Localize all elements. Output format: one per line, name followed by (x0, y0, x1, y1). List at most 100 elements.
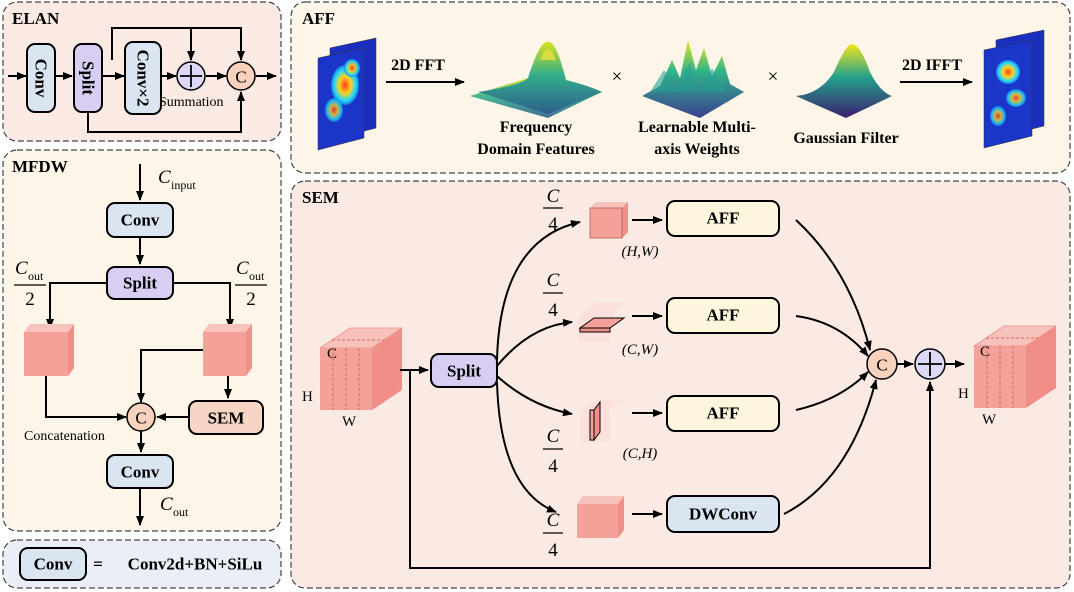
legend-conv-label: Conv (34, 555, 73, 574)
aff-frequency-surface (470, 41, 602, 118)
legend-conv-box (19, 547, 87, 581)
mfdw-tensor-left (24, 324, 74, 376)
mfdw-title: MFDW (12, 157, 68, 176)
sem-output-dim-w: W (982, 412, 997, 428)
sem-aff-box-2 (666, 297, 780, 334)
sem-merge-1 (795, 219, 872, 351)
mfdw-tensor-right (203, 324, 252, 376)
aff-learn-label-2: axis Weights (654, 141, 740, 158)
sem-merge-4 (783, 379, 878, 515)
aff-weights-surface (642, 40, 744, 118)
mfdw-cout-left-sub: out (28, 269, 44, 283)
sem-label-ch: (C,H) (623, 446, 658, 462)
sem-aff-label-2: AFF (706, 306, 739, 325)
sem-branch-1 (496, 220, 581, 361)
mfdw-cout-left-c: C (15, 258, 28, 279)
mfdw-conv-bottom-label: Conv (121, 463, 160, 482)
aff-fft-label: 2D FFT (391, 57, 445, 74)
sem-merge-2 (795, 315, 869, 357)
sem-aff-label-3: AFF (706, 404, 739, 423)
sem-frac-c-3: C (547, 426, 560, 447)
mfdw-cout-right-c: C (236, 258, 249, 279)
mfdw-right-to-concat (137, 349, 203, 403)
elan-conv-box (26, 43, 56, 113)
sem-output-dim-h: H (958, 386, 969, 402)
elan-split-box (73, 43, 103, 113)
sem-branch-4 (496, 381, 557, 513)
elan-conv2-label: Conv×2 (134, 50, 153, 107)
mfdw-sem-label: SEM (208, 409, 245, 428)
mfdw-left-to-concat (45, 376, 127, 421)
elan-concat-label: C (235, 68, 246, 87)
mfdw-two-left: 2 (25, 289, 35, 310)
mfdw-cinput-sub: input (171, 178, 196, 192)
sem-label-cw: (C,W) (622, 342, 658, 358)
sem-merge-3 (795, 371, 869, 411)
elan-concat-icon (226, 61, 256, 91)
elan-conv-label: Conv (32, 59, 51, 98)
aff-learn-label-1: Learnable Multi- (638, 119, 756, 136)
sem-branch-2 (496, 318, 573, 367)
aff-gaussian-surface (796, 44, 892, 118)
mfdw-sem-box (188, 400, 264, 435)
aff-ifft-label: 2D IFFT (902, 57, 962, 74)
sem-aff-box-1 (666, 200, 780, 237)
sem-frac-c-4: C (547, 510, 560, 531)
aff-output-heatmap (983, 29, 1045, 149)
sem-tensor-cw (578, 302, 626, 342)
sem-tensor-hw (589, 202, 628, 239)
sem-title: SEM (302, 188, 339, 207)
sem-frac-4-3: 4 (548, 456, 558, 477)
aff-freq-label-1: Frequency (500, 119, 573, 136)
mfdw-two-right: 2 (246, 289, 256, 310)
elan-conv2-box (124, 41, 162, 115)
mfdw-branch-right (173, 282, 234, 329)
legend-definition: Conv2d+BN+SiLu (128, 555, 263, 574)
sem-input-tensor (318, 327, 404, 410)
elan-split-label: Split (79, 61, 98, 95)
sem-input-dim-w: W (342, 414, 357, 430)
mfdw-branch-left (46, 282, 107, 329)
mfdw-cout-c: C (160, 494, 173, 515)
sem-output-tensor (972, 325, 1058, 408)
mfdw-cinput-c: C (158, 167, 171, 188)
elan-skip-bottom (87, 91, 245, 133)
sem-branch-3 (496, 375, 573, 417)
sem-tensor-ch (580, 400, 624, 442)
aff-times-1: × (612, 67, 623, 88)
mfdw-concatenation-label: Concatenation (24, 429, 105, 444)
sem-dwconv-box (666, 495, 780, 533)
legend-equals: = (93, 555, 103, 574)
aff-freq-label-2: Domain Features (477, 141, 594, 158)
sem-dwconv-label: DWConv (689, 505, 758, 524)
mfdw-panel (2, 149, 282, 532)
mfdw-split-label: Split (123, 274, 157, 293)
aff-times-2: × (768, 67, 779, 88)
sem-frac-4-2: 4 (548, 300, 558, 321)
sem-frac-4-1: 4 (548, 214, 558, 235)
elan-title: ELAN (12, 9, 60, 28)
sem-label-hw: (H,W) (621, 244, 658, 260)
aff-input-heatmap (317, 37, 377, 151)
mfdw-cout-right-sub: out (249, 269, 265, 283)
sem-aff-box-3 (666, 395, 780, 432)
sem-aff-label-1: AFF (706, 209, 739, 228)
sem-split-box (430, 353, 498, 388)
sem-input-dim-h: H (302, 389, 313, 405)
sem-residual-path (409, 370, 934, 569)
mfdw-conv-top-label: Conv (121, 211, 160, 230)
sem-output-dim-c: C (980, 344, 990, 360)
sem-concat-label: C (876, 356, 887, 375)
sem-panel (290, 180, 1071, 589)
sem-input-dim-c: C (327, 346, 337, 362)
sem-frac-4-4: 4 (548, 540, 558, 561)
sem-frac-c-2: C (547, 270, 560, 291)
sem-frac-c-1: C (547, 186, 560, 207)
mfdw-cout-sub: out (173, 505, 189, 519)
sem-tensor-dw (577, 496, 624, 538)
elan-summation-label: Summation (159, 95, 224, 110)
aff-gauss-label: Gaussian Filter (793, 130, 898, 147)
sem-split-label: Split (447, 362, 481, 381)
aff-title: AFF (302, 9, 335, 28)
